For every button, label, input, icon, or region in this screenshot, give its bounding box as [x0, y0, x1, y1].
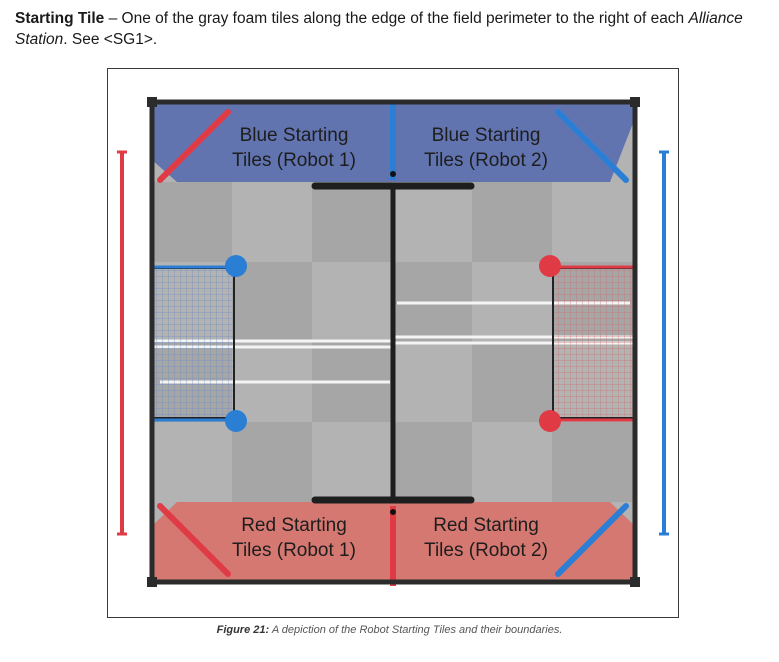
red-goal-post-top [539, 255, 561, 277]
center-post-bolt [390, 509, 396, 515]
red-tiles-robot-2-label-line2: Tiles (Robot 2) [424, 540, 548, 561]
field-perimeter [149, 99, 638, 585]
foam-tiles [152, 182, 635, 502]
blue-goal-post-top [225, 255, 247, 277]
perimeter-corner-posts [147, 97, 640, 587]
center-post-bolt [390, 171, 396, 177]
red-tiles-robot-2-label: Red Starting [433, 515, 539, 536]
blue-goal-post-bottom [225, 410, 247, 432]
definition-dash: – [104, 10, 122, 27]
red-corner-bar-bottom-left [157, 503, 231, 577]
definition-text-end: . See <SG1>. [63, 31, 158, 48]
definition-term: Starting Tile [15, 10, 105, 27]
blue-corner-bar-top-right [555, 109, 629, 183]
blue-tiles-robot-2-label-line2: Tiles (Robot 2) [424, 150, 548, 171]
blue-tiles-robot-1-label-line2: Tiles (Robot 1) [232, 150, 356, 171]
red-tiles-robot-1-label-line2: Tiles (Robot 1) [232, 540, 356, 561]
blue-tiles-robot-1-label: Blue Starting [240, 125, 349, 146]
alliance-station-term: Alliance Station [15, 10, 743, 48]
red-corner-bar-top-left [157, 109, 231, 183]
definition-paragraph: Starting Tile – One of the gray foam til… [15, 8, 765, 50]
blue-corner-bar-bottom-right [555, 503, 629, 577]
goal-frames [152, 265, 635, 422]
definition-text: One of the gray foam tiles along the edg… [121, 10, 689, 27]
red-goal-net [552, 267, 636, 419]
red-goal-post-bottom [539, 410, 561, 432]
figure-caption: Figure 21: A depiction of the Robot Star… [0, 624, 779, 636]
red-tiles-robot-1-label: Red Starting [241, 515, 347, 536]
blue-tiles-robot-2-label: Blue Starting [432, 125, 541, 146]
caption-text: A depiction of the Robot Starting Tiles … [269, 624, 563, 636]
figure-number: Figure 21: [216, 624, 270, 636]
center-barrier [311, 182, 475, 504]
blue-goal-net [151, 267, 235, 419]
